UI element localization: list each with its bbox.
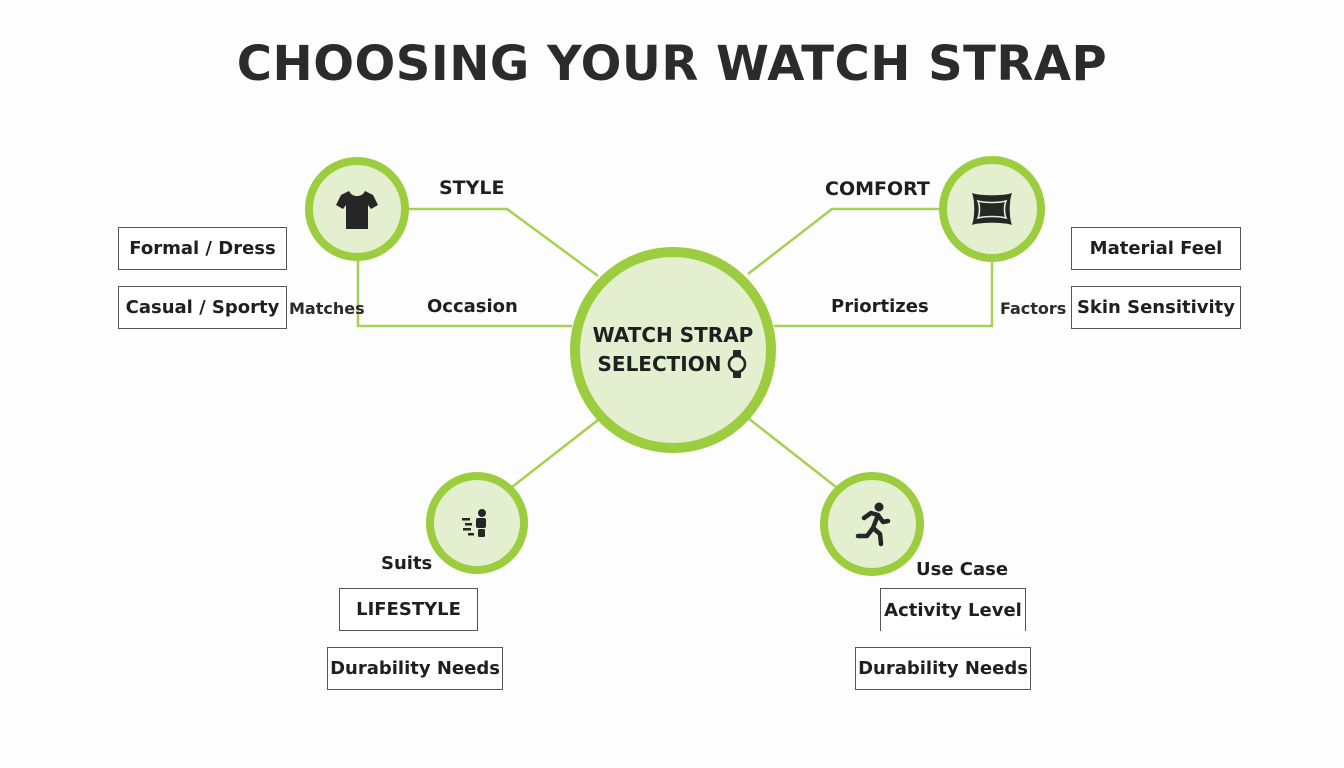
- style-connector-label: Matches: [289, 299, 365, 318]
- comfort-item-material: Material Feel: [1071, 227, 1241, 270]
- style-label: STYLE: [439, 177, 505, 199]
- center-title-line2: SELECTION: [597, 352, 722, 376]
- style-item-casual: Casual / Sporty: [118, 286, 287, 329]
- center-hub[interactable]: WATCH STRAP SELECTION: [570, 247, 776, 453]
- pillow-icon: [972, 193, 1012, 225]
- activity-node[interactable]: [820, 472, 924, 576]
- connector-comfort-priority: [774, 252, 994, 328]
- center-title-row: SELECTION: [598, 349, 749, 379]
- activity-edge-label: Use Case: [916, 559, 1009, 580]
- connector-comfort: [747, 207, 944, 275]
- style-item-formal: Formal / Dress: [118, 227, 287, 270]
- activity-item-level: Activity Level: [880, 588, 1026, 631]
- connector-lifestyle: [511, 419, 599, 488]
- comfort-connector-label: Factors: [1000, 299, 1067, 318]
- comfort-node[interactable]: [939, 156, 1045, 262]
- connector-style: [405, 207, 599, 278]
- comfort-item-skin: Skin Sensitivity: [1071, 286, 1241, 329]
- comfort-edge-label: Priortizes: [831, 296, 929, 317]
- tshirt-icon: [336, 191, 378, 229]
- activity-icon: [462, 509, 486, 537]
- lifestyle-node[interactable]: [426, 472, 528, 574]
- running-person-icon: [855, 502, 891, 547]
- lifestyle-item-durability: Durability Needs: [327, 647, 503, 690]
- lifestyle-item-title: LIFESTYLE: [339, 588, 478, 631]
- connector-style-occasion: [356, 252, 572, 328]
- style-node[interactable]: [305, 157, 409, 261]
- watch-icon: [728, 350, 747, 378]
- activity-item-durability: Durability Needs: [855, 647, 1031, 690]
- center-title-line1: WATCH STRAP: [592, 323, 754, 347]
- page-title: CHOOSING YOUR WATCH STRAP: [236, 36, 1108, 92]
- style-edge-label: Occasion: [427, 296, 518, 317]
- comfort-label: COMFORT: [825, 178, 930, 200]
- lifestyle-edge-label: Suits: [381, 553, 433, 574]
- connector-activity: [747, 417, 837, 488]
